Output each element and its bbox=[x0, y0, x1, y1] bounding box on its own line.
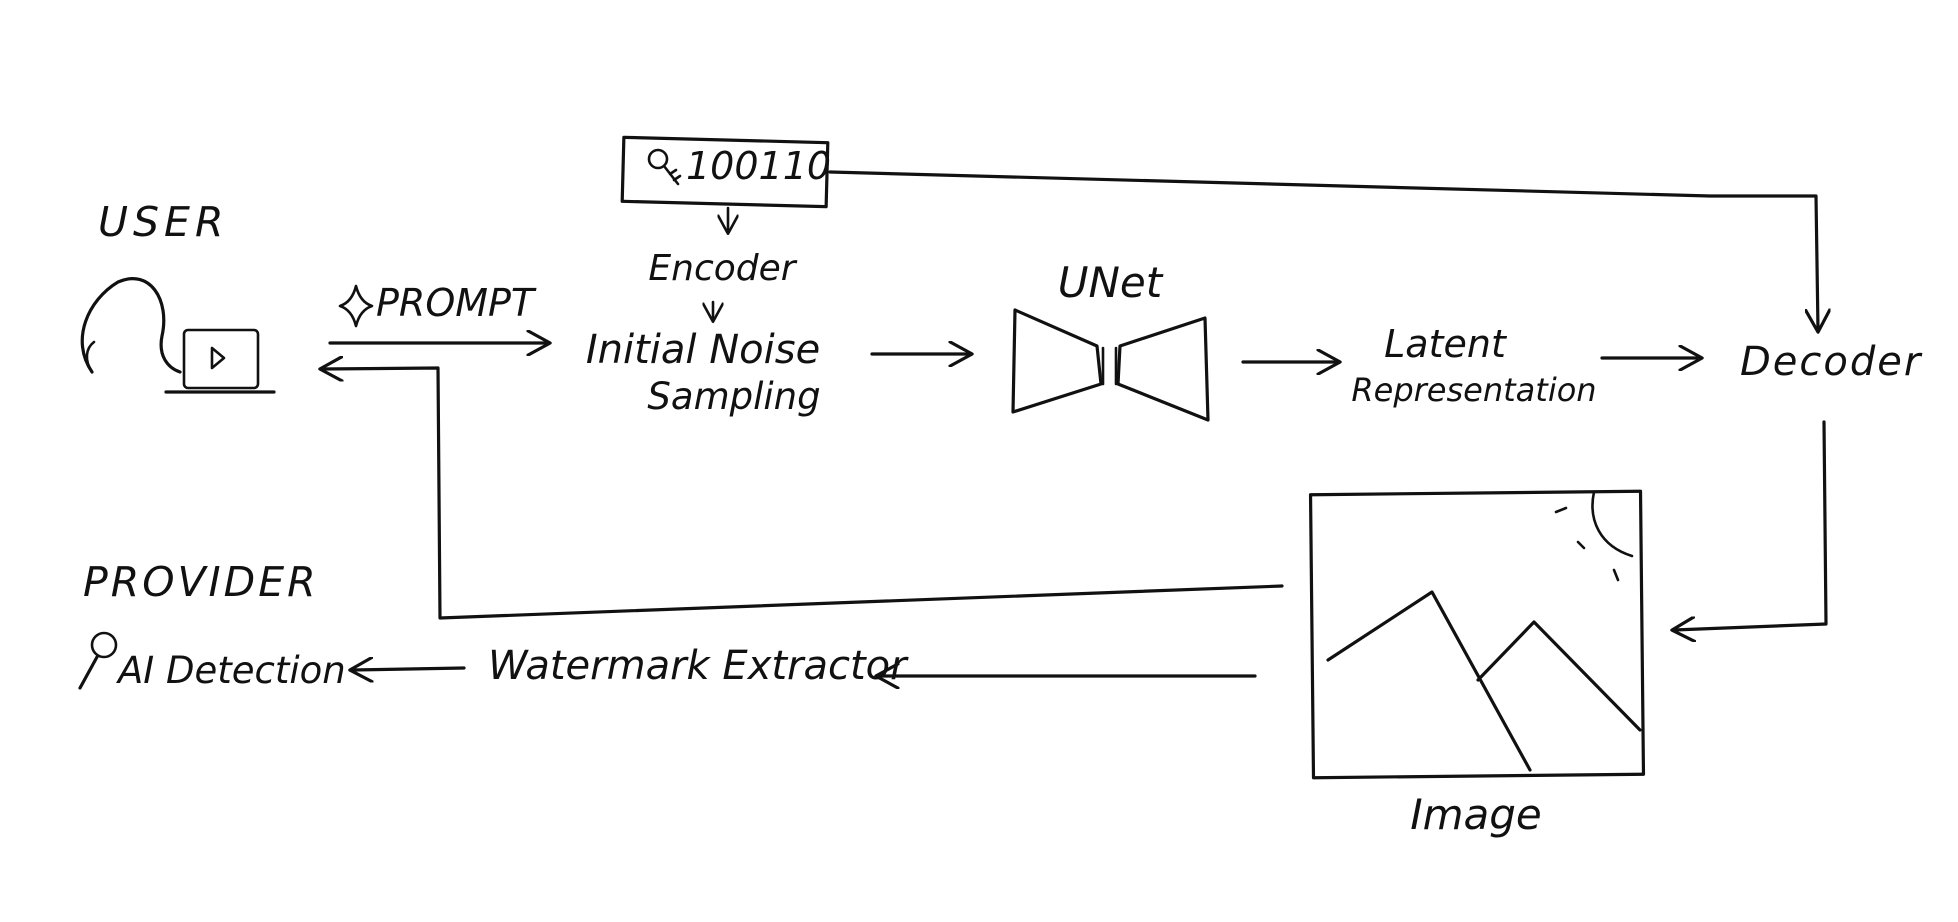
sparkle-icon bbox=[338, 284, 374, 328]
watermark-bits-label: 100110 bbox=[686, 144, 832, 188]
image-label: Image bbox=[1410, 790, 1542, 839]
prompt-label: PROMPT bbox=[376, 281, 535, 325]
representation-label: Representation bbox=[1351, 371, 1597, 409]
latent-label: Latent bbox=[1384, 322, 1506, 366]
sampling-label: Sampling bbox=[647, 375, 821, 418]
encoder-label: Encoder bbox=[648, 248, 796, 289]
mountain-landscape-icon bbox=[1308, 489, 1646, 780]
watermark-extractor-label: Watermark Extractor bbox=[488, 643, 907, 689]
watermark-box bbox=[620, 135, 830, 209]
unet-label: UNet bbox=[1057, 258, 1163, 307]
key-icon bbox=[647, 148, 682, 186]
provider-label: PROVIDER bbox=[83, 558, 319, 606]
arrow-decoder-to-image bbox=[1674, 420, 1828, 630]
user-with-laptop-icon bbox=[80, 277, 276, 394]
arrow-extractor-to-detection bbox=[352, 668, 466, 670]
initial-noise-label: Initial Noise bbox=[585, 327, 821, 373]
arrow-return-to-user bbox=[322, 368, 1284, 620]
ai-detection-label: AI Detection bbox=[118, 649, 346, 692]
user-label: USER bbox=[98, 198, 229, 246]
unet-icon bbox=[1011, 308, 1210, 422]
search-icon bbox=[78, 631, 118, 690]
arrow-watermark-to-decoder bbox=[828, 170, 1818, 330]
decoder-label: Decoder bbox=[1740, 339, 1923, 385]
